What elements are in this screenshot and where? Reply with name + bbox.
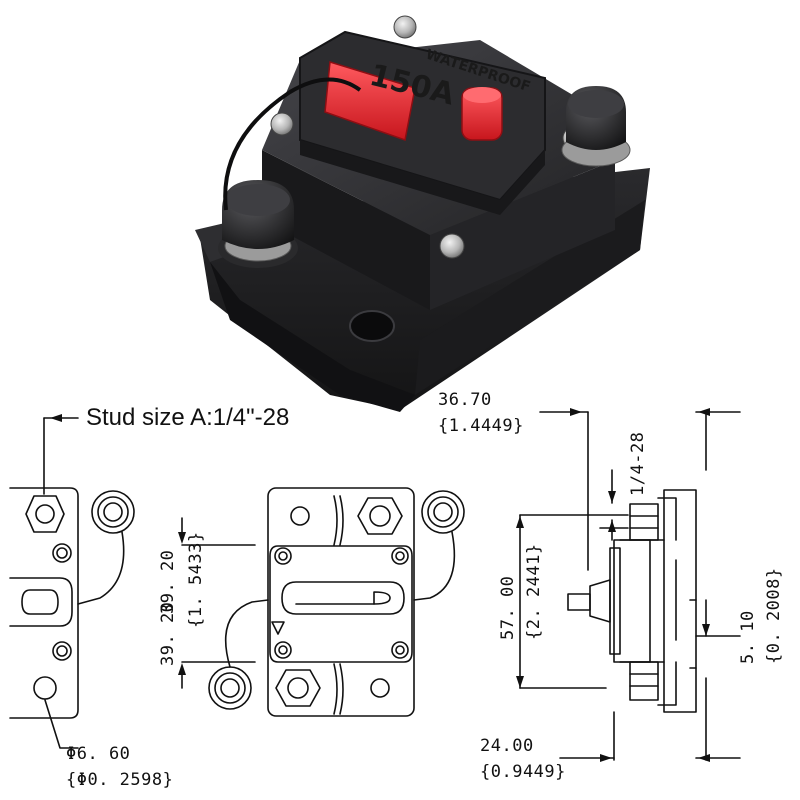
hex-nut-icon	[275, 669, 321, 707]
body-height-in: {2. 2441}	[524, 543, 544, 640]
depth-in: {0.9449}	[480, 762, 566, 782]
left-partial-view	[9, 487, 135, 719]
cover-bevel	[300, 140, 545, 215]
terminal-knob-right-icon	[561, 86, 631, 167]
side-gap-in: {0. 2008}	[764, 567, 784, 664]
body-right	[430, 160, 615, 310]
hole-dia-mm: Φ6. 60	[66, 744, 131, 764]
body-front	[262, 150, 430, 310]
thread-label: 1/4-28	[628, 431, 648, 496]
body-height-mm: 57. 00	[498, 575, 518, 640]
height-a-in: {1. 5433}	[186, 531, 206, 628]
stud-size-label: Stud size A:1/4"-28	[86, 404, 290, 431]
side-gap-mm: 5. 10	[738, 610, 758, 664]
mounting-hole-icon	[33, 676, 57, 700]
base-right	[415, 200, 645, 395]
mounting-hole-icon	[349, 310, 395, 342]
hole-dia-in: {Φ0. 2598}	[66, 770, 174, 790]
tether-cable	[223, 77, 362, 211]
side-view	[567, 489, 697, 713]
depth-mm: 24.00	[480, 736, 534, 756]
reset-button-top	[463, 87, 501, 103]
hex-nut-icon	[25, 495, 65, 533]
base-lip	[210, 262, 415, 412]
hex-nut-icon	[357, 497, 403, 535]
top-width-in: {1.4449}	[438, 416, 524, 436]
height-a-short: 39. 20	[158, 601, 178, 666]
front-view	[208, 487, 465, 717]
terminal-knob-left-icon	[218, 180, 298, 268]
top-width-mm: 36.70	[438, 390, 492, 410]
breaker-photo: 150A WATERPROOF	[195, 15, 650, 412]
